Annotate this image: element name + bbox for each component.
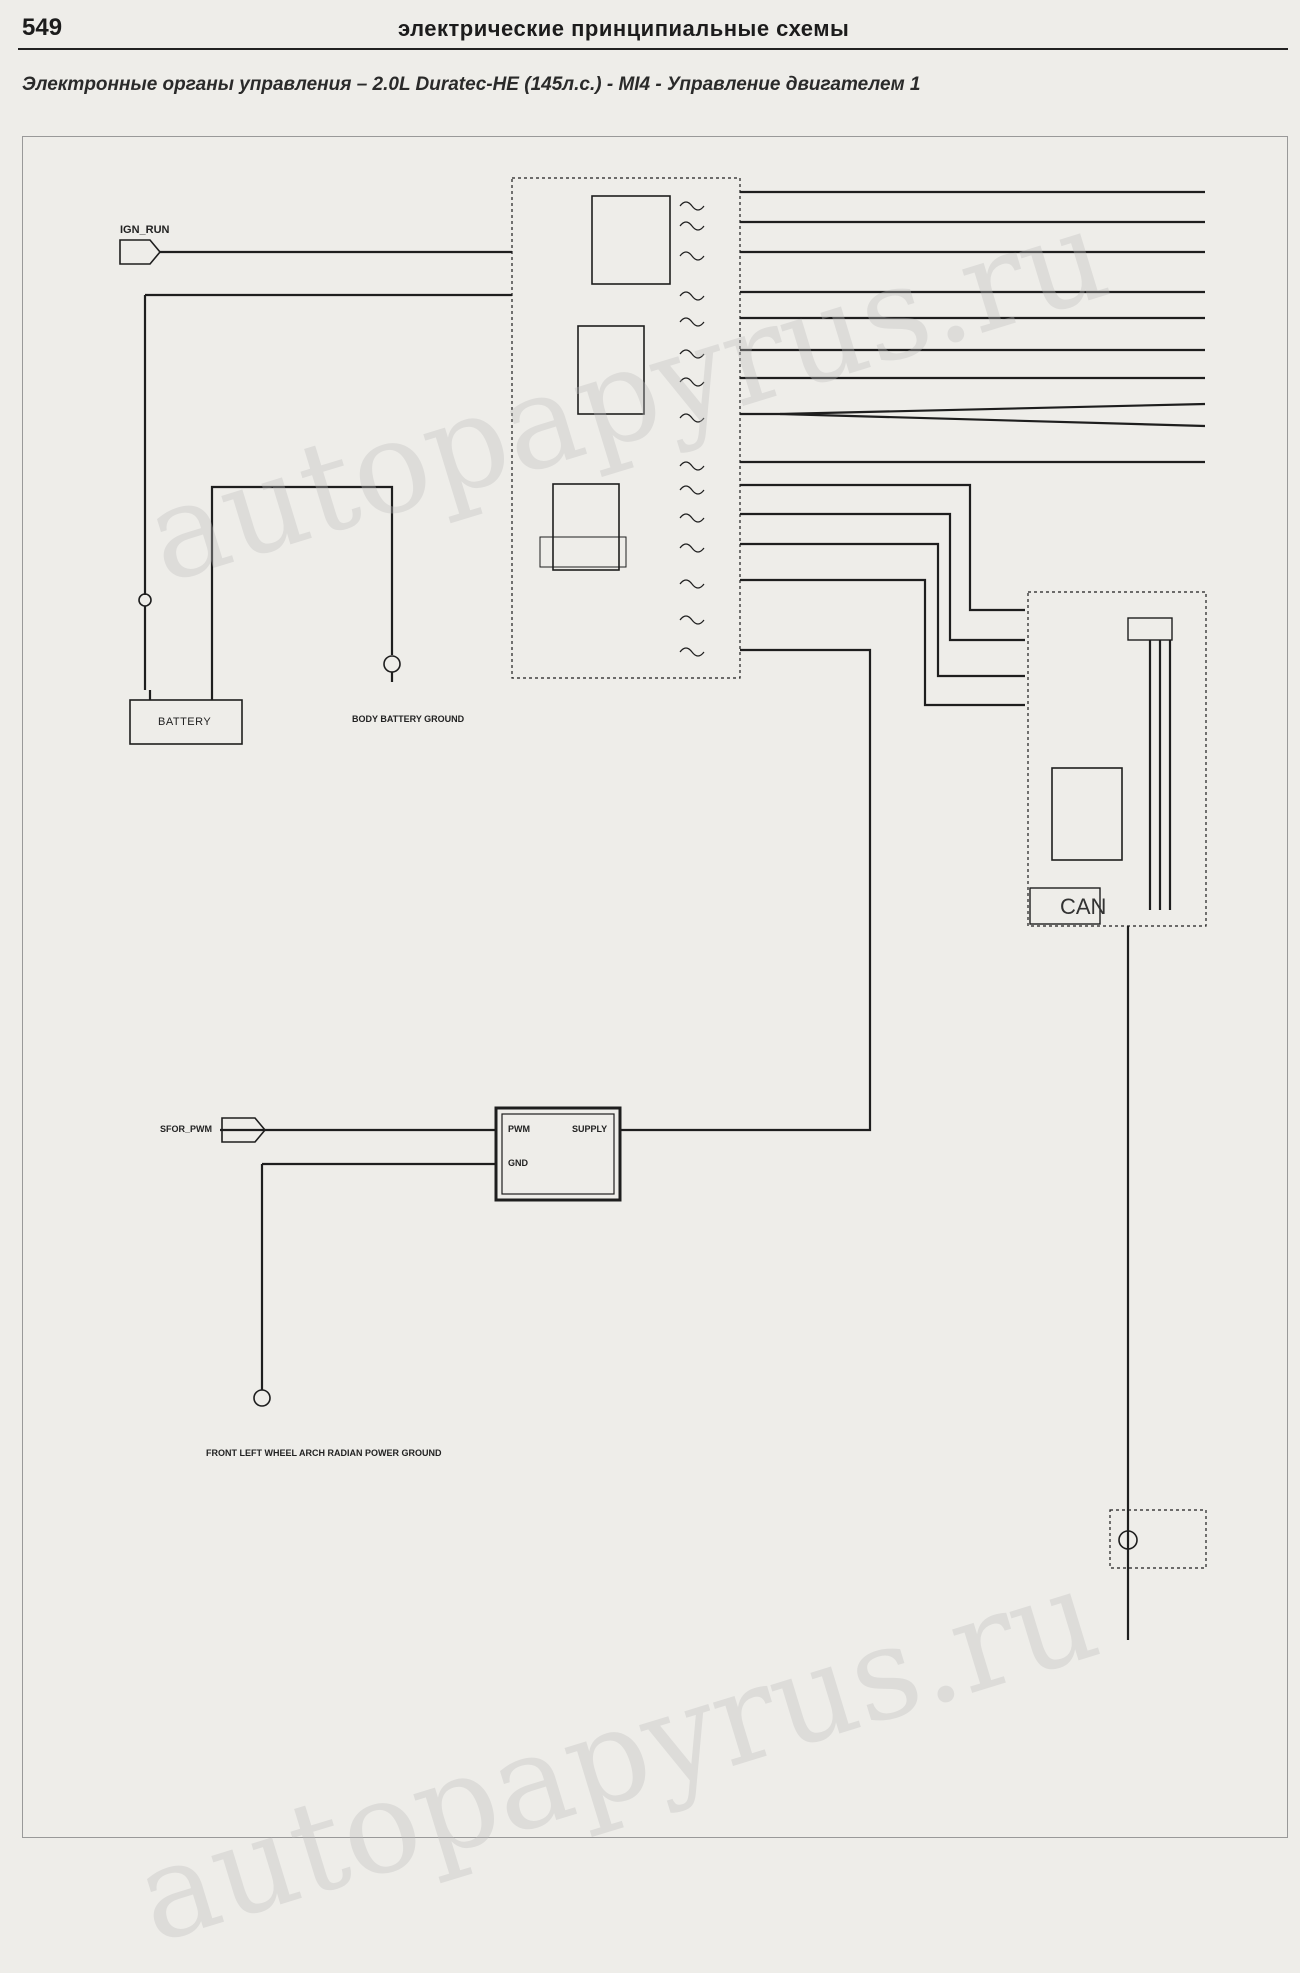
relay-3 [552, 483, 620, 571]
pwm-pin-label: PWM [508, 1124, 530, 1134]
ecu-module [1027, 591, 1207, 927]
gnd-pin-label: GND [508, 1158, 528, 1168]
ign-label: IGN_RUN [120, 224, 170, 236]
ecu-inner-block [1127, 617, 1173, 641]
can-label: CAN [1060, 894, 1107, 919]
page-number: 549 [22, 14, 63, 41]
body-ground-label: BODY BATTERY GROUND [352, 714, 465, 724]
front-ground-label: FRONT LEFT WHEEL ARCH RADIAN POWER GROUN… [206, 1448, 442, 1458]
page-header: 549 электрические принципиальные схемы [18, 8, 1288, 50]
pcm-label: SFOR_PWM [160, 1124, 213, 1134]
ecu-relay [1051, 767, 1123, 861]
ign-connector [119, 239, 162, 265]
diagram-frame [22, 136, 1288, 1838]
pwm-connector [221, 1117, 267, 1143]
relay-3-inner [539, 536, 627, 568]
supply-pin-label: SUPPLY [572, 1124, 608, 1134]
battery [129, 699, 243, 745]
battery-label: BATTERY [158, 716, 212, 728]
fan-control-module [494, 1106, 622, 1202]
right-connector [1109, 1509, 1207, 1569]
fuse-relay-box [511, 177, 741, 679]
wiring-schematic [119, 177, 1207, 1640]
relay-1 [591, 195, 671, 285]
diagram-subtitle: Электронные органы управления – 2.0L Dur… [22, 74, 921, 95]
section-title: электрические принципиальные схемы [398, 16, 850, 41]
can-badge [1029, 887, 1101, 925]
relay-2 [577, 325, 645, 415]
